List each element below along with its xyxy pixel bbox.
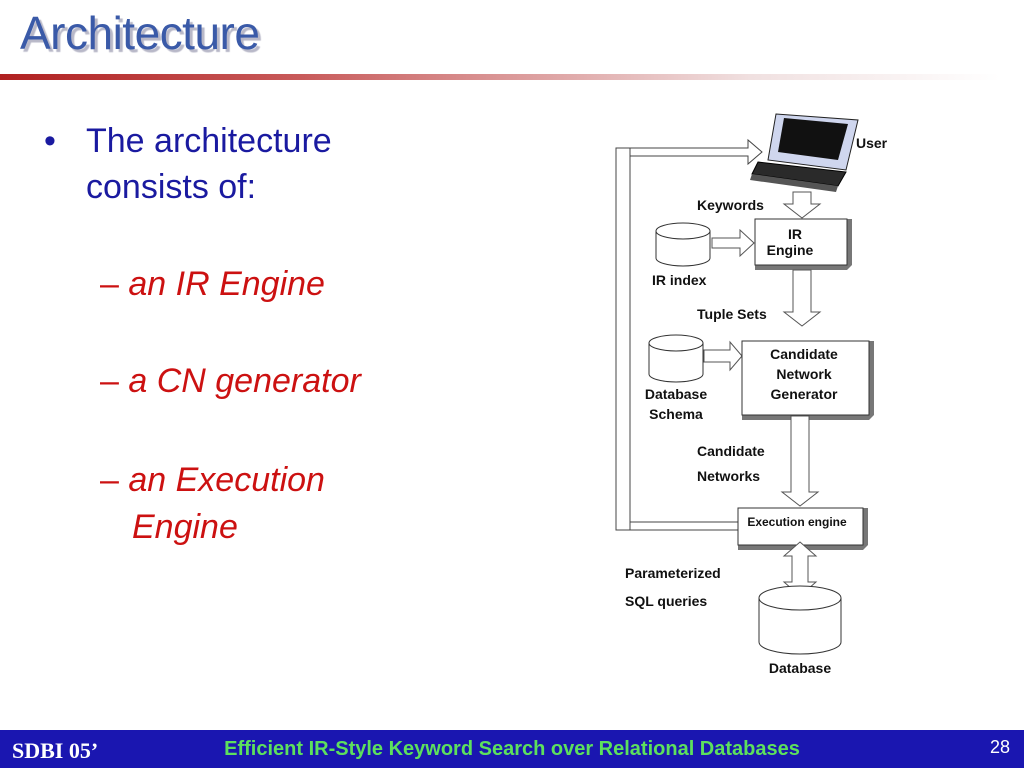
title-divider	[0, 74, 1000, 80]
label-tuple-sets: Tuple Sets	[697, 306, 767, 322]
ir-engine-label-line2: Engine	[767, 242, 814, 258]
ir-engine-box: IR Engine	[754, 218, 852, 270]
label-database-schema-line2: Schema	[649, 406, 703, 422]
bullet-marker: •	[44, 122, 56, 160]
ir-engine-label-line1: IR	[788, 226, 802, 242]
sub-item-execution-engine: – an Execution	[100, 457, 325, 503]
feedback-loop-bar	[615, 138, 763, 531]
arrow-tuple-sets	[782, 269, 822, 327]
label-keywords: Keywords	[697, 197, 764, 213]
arrow-candidate-networks	[780, 415, 820, 507]
database-schema-cylinder	[648, 334, 704, 383]
bullet-text: The architecture consists of:	[86, 118, 332, 210]
sub-item-text-line2: Engine	[132, 508, 238, 546]
sub-item-ir-engine: – an IR Engine	[100, 261, 325, 307]
footer-title: Efficient IR-Style Keyword Search over R…	[224, 738, 800, 760]
arrow-keywords	[782, 191, 822, 219]
sub-item-text: a CN generator	[128, 362, 361, 400]
candidate-network-generator-box: Candidate Network Generator	[741, 340, 874, 420]
footer-bar: SDBI 05’ Efficient IR-Style Keyword Sear…	[0, 730, 1024, 768]
page-number: 28	[989, 737, 1010, 757]
database-cylinder	[758, 585, 842, 655]
label-candidate-networks-line2: Networks	[697, 468, 760, 484]
bullet-text-line1: The architecture	[86, 122, 332, 160]
bullet-text-line2: consists of:	[86, 168, 257, 206]
label-database-schema-line1: Database	[645, 386, 707, 402]
execution-engine-label: Execution engine	[747, 515, 847, 529]
label-parameterized: Parameterized	[625, 565, 721, 581]
slide-title: Architecture	[20, 7, 260, 59]
sub-item-text: an IR Engine	[128, 265, 325, 303]
sub-item-text: an Execution	[128, 461, 325, 499]
laptop-icon	[750, 113, 859, 192]
label-ir-index: IR index	[652, 272, 707, 288]
label-database: Database	[769, 660, 831, 676]
footer-course: SDBI 05’	[12, 738, 99, 763]
sub-item-dash: –	[100, 362, 129, 400]
sub-item-dash: –	[100, 265, 129, 303]
arrow-schema	[703, 340, 743, 372]
cn-generator-label-line1: Candidate	[770, 346, 838, 362]
sub-item-cn-generator: – a CN generator	[100, 358, 361, 404]
sub-item-dash: –	[100, 461, 129, 499]
execution-engine-box: Execution engine	[737, 507, 868, 550]
label-sql-queries: SQL queries	[625, 593, 707, 609]
arrow-ir-index	[711, 228, 755, 258]
label-candidate-networks-line1: Candidate	[697, 443, 765, 459]
ir-index-cylinder	[655, 222, 711, 267]
cn-generator-label-line3: Generator	[771, 386, 838, 402]
cn-generator-label-line2: Network	[776, 366, 831, 382]
label-user: User	[856, 135, 888, 151]
